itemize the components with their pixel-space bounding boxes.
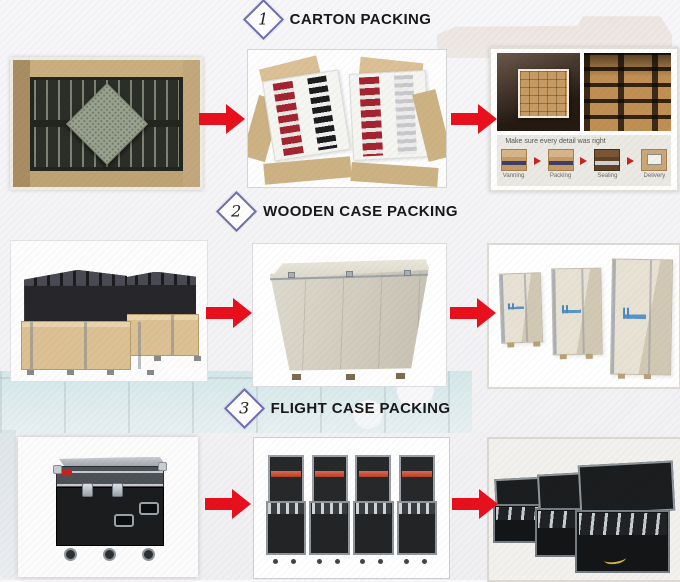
carton-box-icon — [641, 149, 668, 172]
warehouse-racks-photo — [584, 53, 672, 131]
open-flight-case — [396, 454, 438, 564]
foam-tray — [261, 69, 351, 162]
arrow-right-icon — [199, 104, 245, 134]
section-header-flight: 3 FLIGHT CASE PACKING — [0, 387, 680, 430]
section-3-badge: 3 — [223, 387, 265, 430]
photo-closed-plywood-crate — [252, 243, 447, 387]
step-sealing: Sealing — [594, 149, 621, 179]
flight-case — [52, 456, 168, 561]
photo-flight-cases-with-panels — [487, 437, 680, 582]
open-flight-case — [574, 460, 676, 573]
open-flight-case — [492, 477, 544, 544]
section-3-number: 3 — [238, 399, 250, 418]
crate-foot — [395, 372, 405, 379]
flight-cases-row — [265, 454, 438, 564]
caster-wheel — [103, 547, 117, 561]
section-1-title: CARTON PACKING — [289, 11, 432, 28]
step-vanning: Vanning — [500, 149, 527, 179]
photo-cabinets-in-crates — [10, 240, 208, 382]
wooden-crate-base — [20, 321, 131, 370]
section-3-title: FLIGHT CASE PACKING — [270, 400, 451, 417]
metal-clip — [287, 272, 295, 279]
arrow-right-icon — [450, 298, 496, 328]
brand-label — [62, 468, 73, 476]
butterfly-latch-icon — [111, 483, 123, 498]
arrow-right-icon — [580, 157, 588, 166]
photo-three-plywood-crates — [487, 243, 680, 389]
section-2-badge: 2 — [216, 190, 258, 233]
arrow-right-icon — [452, 489, 498, 519]
carton-box-icon — [500, 149, 527, 172]
stacked-cartons-inset — [518, 68, 570, 118]
carton-interior — [29, 76, 184, 171]
crate-foot — [345, 374, 355, 381]
section-1-badge: 1 — [242, 0, 284, 41]
crate-group — [20, 263, 131, 375]
corner-cap — [52, 465, 62, 475]
packing-steps: Vanning Packing Sealing Delivery — [500, 149, 668, 185]
arrow-right-icon — [533, 157, 541, 166]
section-2-number: 2 — [231, 202, 242, 221]
shipping-marks — [561, 304, 581, 314]
step-packing: Packing — [547, 149, 574, 179]
crate-foot — [559, 354, 567, 360]
case-top-face — [59, 456, 166, 469]
carton-flap — [13, 60, 200, 80]
shipping-marks — [508, 302, 525, 311]
carton-flap — [350, 162, 439, 187]
photo-carton-open-modules — [10, 57, 203, 190]
photo-warehouse-collage: Make sure every detail was right Vanning… — [489, 47, 679, 192]
open-flight-case — [309, 454, 350, 564]
crate-foot — [617, 373, 625, 379]
arrow-right-icon — [206, 298, 252, 328]
arrow-right-icon — [205, 489, 251, 519]
section-2-title: WOODEN CASE PACKING — [263, 203, 458, 220]
recessed-handle — [113, 513, 134, 527]
quality-note: Make sure every detail was right — [505, 137, 606, 145]
carton-box-icon — [547, 149, 574, 172]
caster-wheel — [142, 547, 156, 561]
recessed-handle — [139, 502, 160, 516]
open-flight-case — [353, 454, 394, 564]
shipping-marks — [622, 307, 646, 320]
crate-feet — [27, 369, 35, 375]
brand-logo-swoosh — [603, 552, 627, 566]
corner-cap — [158, 462, 168, 472]
section-1-number: 1 — [258, 10, 269, 29]
step-delivery: Delivery — [641, 149, 668, 179]
crate-front — [270, 267, 429, 371]
plywood-crate — [550, 267, 602, 360]
crate-foot — [507, 342, 515, 349]
arrow-right-icon — [451, 104, 497, 134]
warehouse-photo — [496, 53, 581, 131]
plywood-crate — [609, 258, 673, 379]
open-flight-case — [265, 454, 307, 564]
carton-box-icon — [594, 149, 621, 172]
faint-port-edge — [0, 430, 16, 578]
packed-modules — [306, 75, 338, 151]
butterfly-latch-icon — [81, 483, 93, 498]
metal-clip — [403, 269, 411, 276]
metal-clip — [345, 270, 353, 277]
photo-flight-case — [18, 437, 198, 577]
carton-flap — [13, 169, 200, 187]
packed-modules — [358, 76, 383, 156]
arrow-right-icon — [627, 157, 635, 166]
plywood-crate — [499, 272, 544, 349]
packing-steps-panel: Make sure every detail was right Vanning… — [496, 135, 672, 186]
crate-foot — [291, 374, 301, 381]
photo-cartons-foam-trays — [247, 49, 447, 188]
section-header-wooden: 2 WOODEN CASE PACKING — [0, 190, 680, 233]
caster-wheel — [64, 547, 78, 561]
carton-flap — [13, 60, 30, 187]
packed-modules — [272, 80, 304, 156]
section-header-carton: 1 CARTON PACKING — [0, 0, 680, 41]
packed-modules — [393, 75, 418, 155]
case-body — [55, 487, 164, 547]
photo-open-flight-cases-row — [253, 437, 450, 579]
carton-flap — [183, 60, 200, 187]
